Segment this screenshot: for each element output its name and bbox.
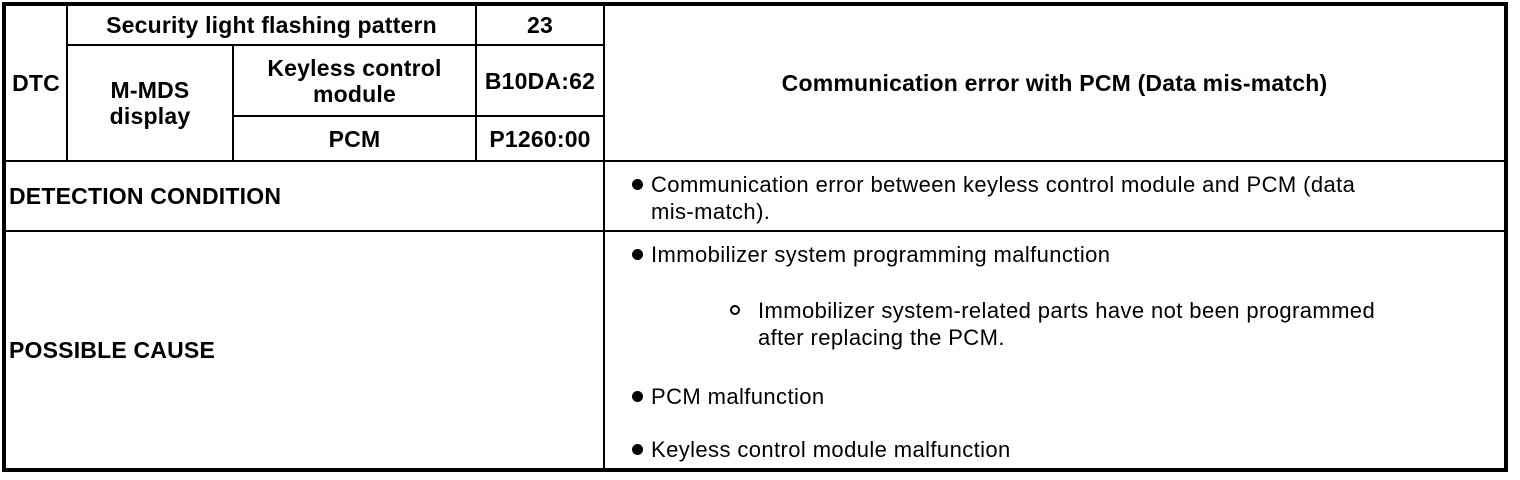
list-item-text: Communication error between keyless cont… [651, 171, 1355, 225]
mmds-display-cell: M-MDS display [66, 44, 234, 162]
dtc-description-cell: Communication error with PCM (Data mis-m… [603, 3, 1507, 162]
sub-list-item: Immobilizer system-related parts have no… [730, 297, 1488, 351]
bullet-icon [632, 179, 644, 190]
text-line: Communication error between keyless cont… [651, 172, 1356, 197]
sub-bullet-icon [730, 305, 741, 315]
text-line: after replacing the PCM. [758, 325, 1005, 350]
list-item: Keyless control module malfunction [632, 436, 1488, 463]
pcm-label-cell: PCM [231, 115, 478, 162]
text-line: Keyless control module malfunction [651, 437, 1011, 462]
list-item-text: Immobilizer system-related parts have no… [758, 297, 1375, 351]
security-light-code-cell: 23 [475, 3, 606, 46]
list-item: Immobilizer system programming malfuncti… [632, 241, 1488, 268]
detection-condition-content: Communication error between keyless cont… [603, 160, 1507, 232]
bullet-icon [632, 391, 644, 402]
text-line: mis-match). [651, 199, 771, 224]
list-item-text: PCM malfunction [651, 383, 825, 410]
list-item: Communication error between keyless cont… [632, 171, 1488, 225]
text-line: Immobilizer system programming malfuncti… [651, 242, 1111, 267]
bullet-icon [632, 444, 644, 455]
keyless-module-cell: Keyless control module [231, 44, 478, 117]
detection-condition-label: DETECTION CONDITION [2, 160, 606, 232]
possible-cause-content: Immobilizer system programming malfuncti… [603, 230, 1507, 471]
text-line: PCM malfunction [651, 384, 825, 409]
text-line: Immobilizer system-related parts have no… [758, 298, 1376, 323]
possible-cause-label: POSSIBLE CAUSE [2, 230, 606, 471]
bullet-icon [632, 249, 644, 260]
list-item-text: Keyless control module malfunction [651, 436, 1011, 463]
list-item-text: Immobilizer system programming malfuncti… [651, 241, 1110, 268]
keyless-code-cell: B10DA:62 [475, 44, 606, 117]
list-item: PCM malfunction [632, 383, 1488, 410]
dtc-table: DTC Security light flashing pattern 23 C… [2, 2, 1508, 472]
pcm-code-cell: P1260:00 [475, 115, 606, 162]
dtc-label-cell: DTC [3, 3, 68, 162]
security-light-pattern-cell: Security light flashing pattern [65, 3, 478, 46]
